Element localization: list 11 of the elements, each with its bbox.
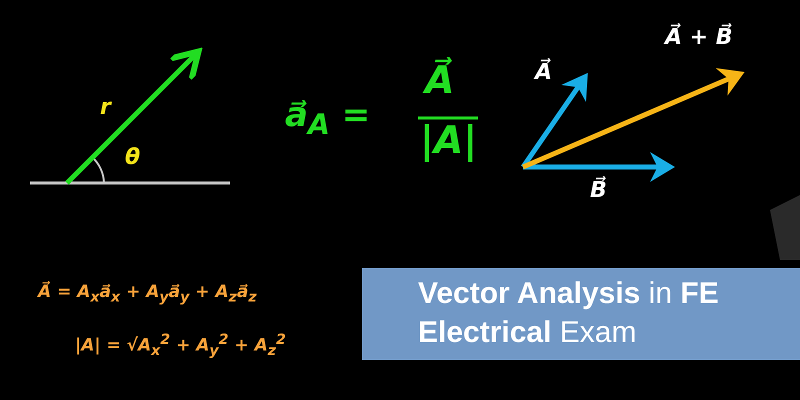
vector-label: r: [100, 95, 111, 122]
title-banner: [362, 268, 800, 360]
unit-vector-formula: a⃗$_{A}$ =: [285, 95, 370, 142]
vector-label: B⃗: [590, 178, 607, 204]
title-text: Vector Analysis in FE Electrical Exam: [417, 276, 720, 351]
vector-formula: A⃗ = A$_{x}$a⃗$_{x}$ + A$_{y}$a⃗$_{y}$ + A$_{z}$a⃗$_{z}$: [38, 282, 257, 306]
angle-label: θ: [125, 145, 140, 172]
vector-label: A⃗: [535, 60, 552, 86]
numerator-label: A⃗: [425, 58, 454, 104]
denominator-label: |A|: [420, 118, 478, 164]
sum-vector-label: A⃗ + B⃗: [665, 25, 733, 52]
